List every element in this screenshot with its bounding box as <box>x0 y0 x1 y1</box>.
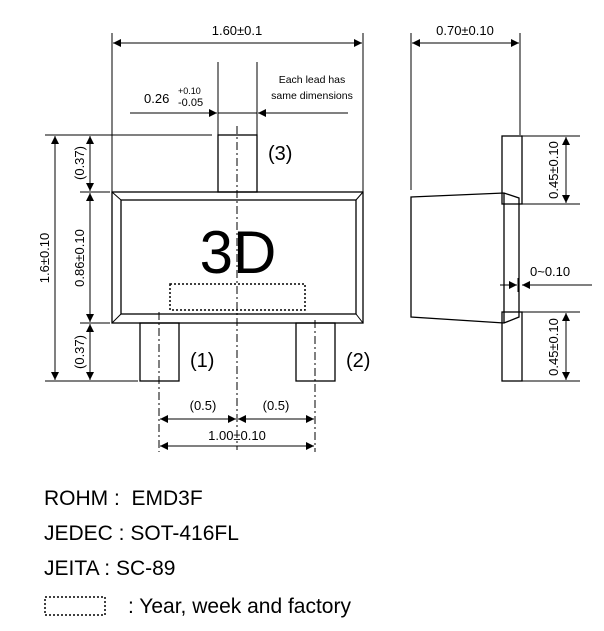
lead-bottom-dim-label: (0.37) <box>72 335 87 369</box>
legend-jeita: JEITA : SC-89 <box>44 557 176 580</box>
lead-lower-dim-label: 0.45±0.10 <box>546 318 561 376</box>
lead-upper-dim-label: 0.45±0.10 <box>546 141 561 199</box>
pitch-dim-label: 1.00±0.10 <box>208 428 266 443</box>
side-body <box>410 192 520 324</box>
side-lead-upper <box>501 135 523 205</box>
legend-rohm: ROHM : EMD3F <box>44 487 203 510</box>
lead-note-line2: same dimensions <box>271 90 353 102</box>
thickness-dim-label: 0.70±0.10 <box>436 23 494 38</box>
pin-3-label: (3) <box>268 143 292 165</box>
half-pitch-left-label: (0.5) <box>190 398 217 413</box>
body-height-dim-label: 0.86±0.10 <box>72 229 87 287</box>
legend: ROHM : EMD3F JEDEC : SOT-416FL JEITA : S… <box>44 487 351 618</box>
half-pitch-right-label: (0.5) <box>263 398 290 413</box>
pin-1-label: (1) <box>190 350 214 372</box>
standoff-dim-label: 0~0.10 <box>530 264 570 279</box>
lead-note-line1: Each lead has <box>279 74 346 86</box>
side-lead-lower <box>501 311 523 382</box>
legend-marking-note: : Year, week and factory <box>128 595 351 618</box>
lead-width-dim-label: 0.26 <box>144 91 169 106</box>
legend-date-code-box <box>44 596 106 616</box>
lead-width-tol-minus: -0.05 <box>178 97 203 109</box>
width-dim-label: 1.60±0.1 <box>212 23 263 38</box>
lead-width-tol-plus: +0.10 <box>178 86 201 96</box>
side-view: 0.70±0.10 0.45±0.10 0.45±0.10 0~0.10 <box>410 23 592 382</box>
lead-top-dim-label: (0.37) <box>72 146 87 180</box>
pin-2-label: (2) <box>346 350 370 372</box>
marking-code: 3D <box>200 219 277 286</box>
total-height-dim-label: 1.6±0.10 <box>37 233 52 284</box>
top-view: 1.60±0.1 0.26 +0.10 -0.05 Each lead has … <box>37 23 370 452</box>
legend-jedec: JEDEC : SOT-416FL <box>44 522 239 545</box>
